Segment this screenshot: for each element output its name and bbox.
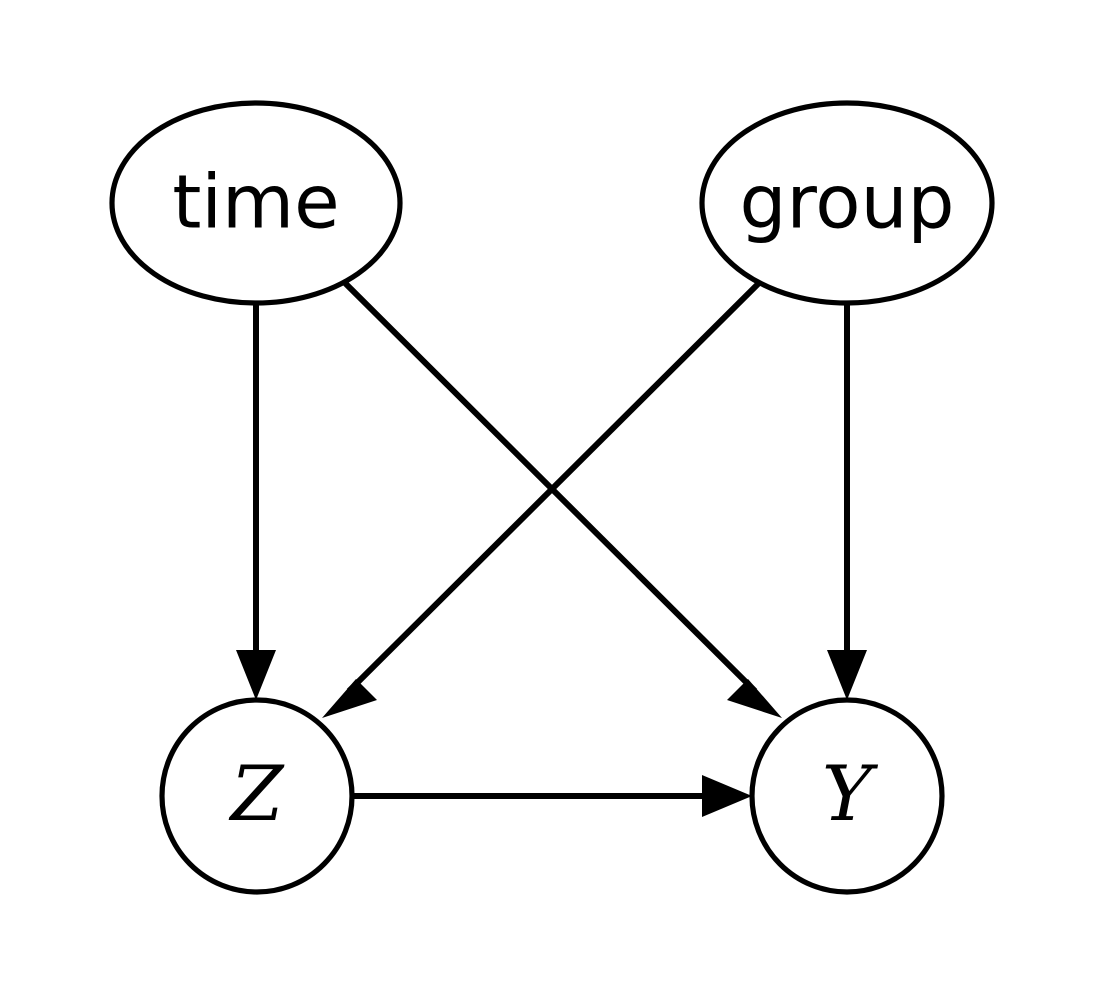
edge-time-to-Z-arrowhead xyxy=(236,650,276,700)
node-Z-circle xyxy=(159,697,355,895)
edge-group-to-Z-line xyxy=(346,279,763,694)
node-Y-label: Y xyxy=(822,749,879,838)
node-group-ellipse xyxy=(699,100,995,306)
edge-Z-to-Y[interactable] xyxy=(352,775,752,817)
edge-group-to-Z-arrowhead xyxy=(322,679,377,718)
edge-time-to-Y[interactable] xyxy=(341,279,782,718)
node-Z[interactable]: Z xyxy=(159,697,355,895)
node-time-label: time xyxy=(172,160,339,246)
edge-time-to-Y-arrowhead xyxy=(727,679,782,718)
node-group[interactable]: group xyxy=(699,100,995,306)
edge-group-to-Z[interactable] xyxy=(322,279,763,718)
node-layer: time group Z Y xyxy=(109,100,995,895)
node-group-label: group xyxy=(740,160,955,246)
node-Y-circle xyxy=(749,697,945,895)
edge-group-to-Y[interactable] xyxy=(827,303,867,700)
node-time[interactable]: time xyxy=(109,100,403,306)
edge-group-to-Y-arrowhead xyxy=(827,650,867,700)
edge-time-to-Y-line xyxy=(341,279,758,694)
edge-Z-to-Y-arrowhead xyxy=(702,775,752,817)
node-time-ellipse xyxy=(109,100,403,306)
node-Y[interactable]: Y xyxy=(749,697,945,895)
edge-time-to-Z[interactable] xyxy=(236,303,276,700)
node-Z-label: Z xyxy=(229,749,285,838)
edge-layer xyxy=(236,279,867,817)
